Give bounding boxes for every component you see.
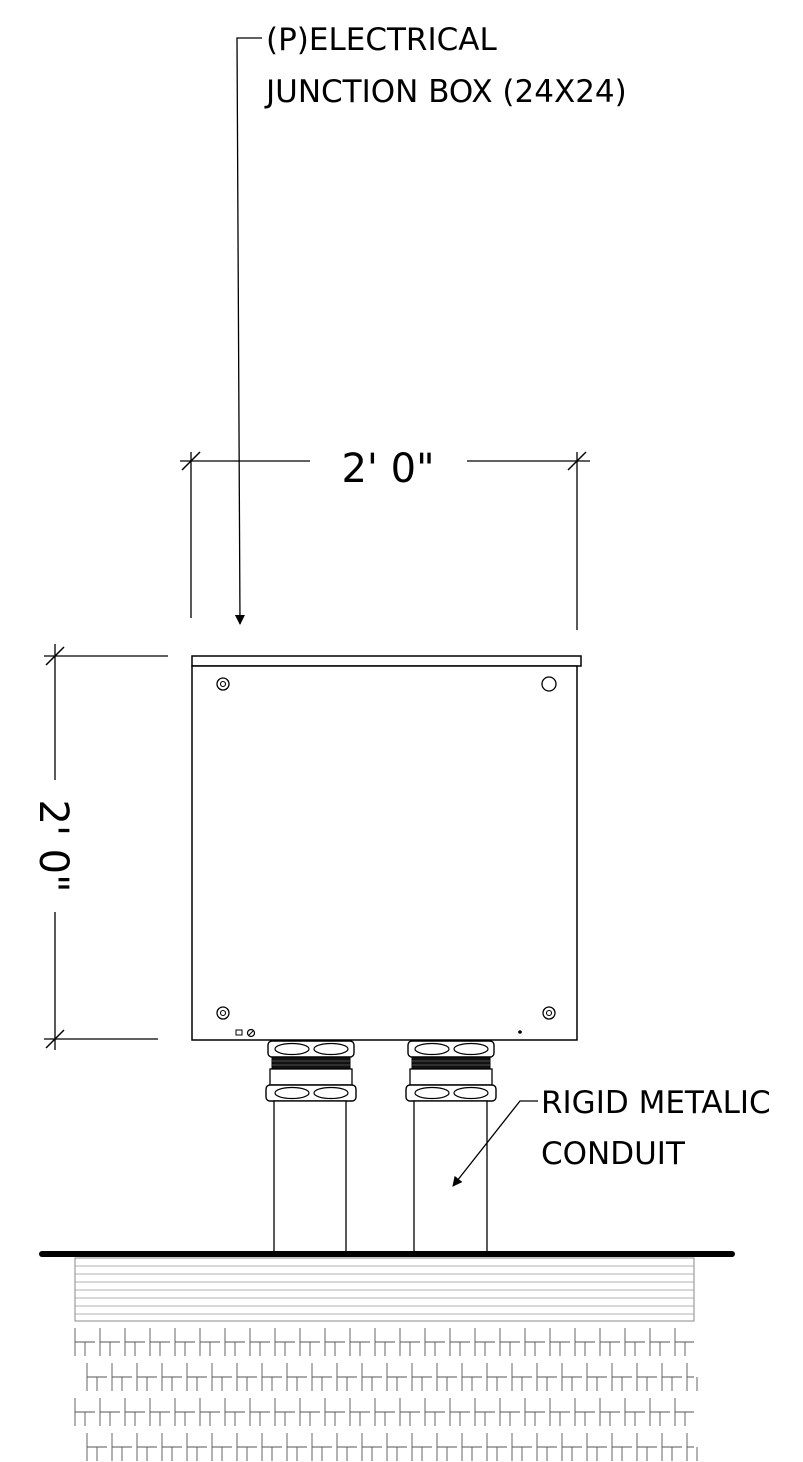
- junction-box-label-line2: JUNCTION BOX (24X24): [264, 74, 627, 110]
- junction-box-callout: (P)ELECTRICAL JUNCTION BOX (24X24): [234, 22, 627, 625]
- conduit-left: [265, 1040, 357, 1253]
- conduit-left-fitting-top: [267, 1040, 355, 1058]
- height-dimension: 2' 0": [30, 644, 168, 1050]
- width-dimension-text: 2' 0": [341, 446, 434, 492]
- width-dimension: 2' 0": [180, 446, 590, 630]
- junction-box-body: [191, 665, 578, 1041]
- junction-box-lid: [191, 655, 582, 667]
- conduit-right-pipe: [413, 1100, 488, 1253]
- conduit-right-fitting-bottom: [405, 1084, 497, 1102]
- concrete-pad: [74, 1257, 695, 1322]
- conduit-right: [405, 1040, 497, 1253]
- conduit-leader: [452, 1100, 538, 1187]
- screw-bottom-right: [542, 1006, 556, 1020]
- drain-dot: [518, 1030, 522, 1034]
- junction-box: [191, 655, 582, 1041]
- screw-top-left: [216, 677, 230, 691]
- conduit-right-thread: [411, 1056, 491, 1070]
- screw-top-right: [541, 676, 557, 692]
- junction-box-leader: [234, 37, 262, 625]
- conduit-left-pipe: [273, 1100, 347, 1253]
- conduit-right-fitting-top: [407, 1040, 495, 1058]
- conduit-left-thread: [271, 1056, 351, 1070]
- conduit-right-coupling: [409, 1068, 493, 1086]
- ground-lug: [235, 1028, 256, 1038]
- junction-box-label-line1: (P)ELECTRICAL: [266, 22, 497, 58]
- conduit-label-line2: CONDUIT: [541, 1136, 686, 1172]
- conduit-callout: RIGID METALIC CONDUIT: [452, 1085, 771, 1187]
- conduit-left-fitting-bottom: [265, 1084, 357, 1102]
- conduit-left-coupling: [269, 1068, 353, 1086]
- soil-hatch: [74, 1328, 698, 1461]
- conduit-label-line1: RIGID METALIC: [541, 1085, 771, 1121]
- height-dimension-text: 2' 0": [30, 799, 76, 892]
- screw-bottom-left: [216, 1006, 230, 1020]
